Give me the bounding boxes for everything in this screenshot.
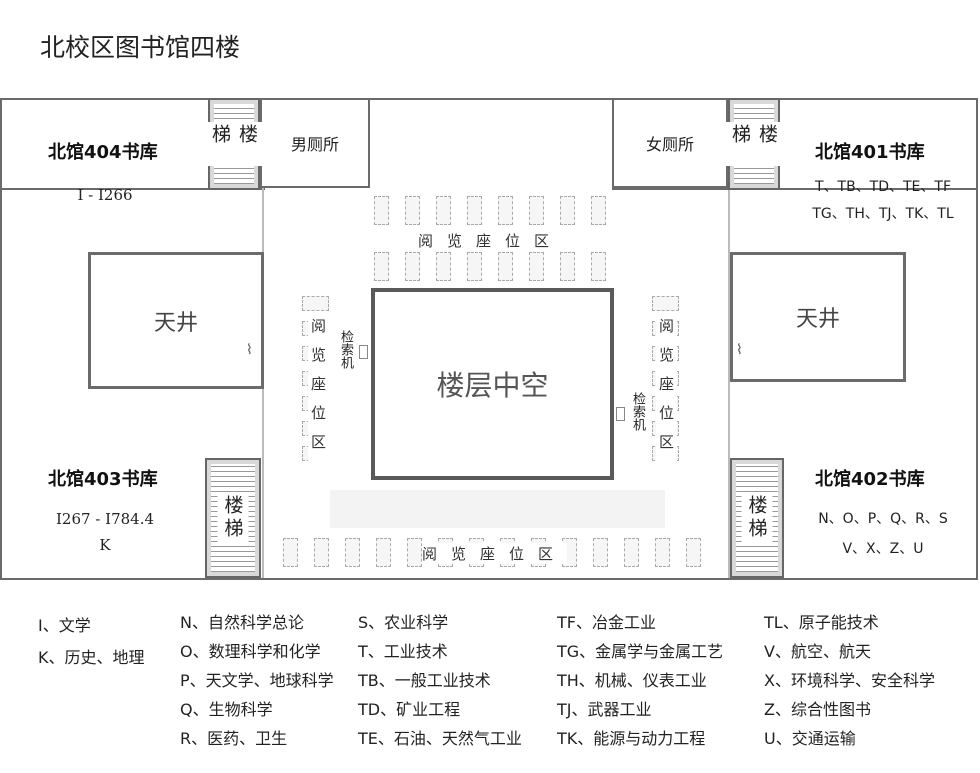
library-401-title: 北馆401书库 (815, 142, 925, 163)
reading-area-east-label: 阅览座位区 (656, 318, 677, 463)
stairs-label: 楼梯 (741, 493, 773, 543)
legend-col-5: TL、原子能技术 V、航空、航天 X、环境科学、安全科学 Z、综合性图书 U、交… (764, 608, 935, 753)
legend-item: P、天文学、地球科学 (180, 671, 334, 690)
library-402-title: 北馆402书库 (815, 469, 925, 490)
library-403-range: I267 - I784.4 (55, 510, 155, 528)
library-404-title: 北馆404书库 (48, 142, 158, 163)
seat (405, 252, 420, 281)
seat (345, 538, 360, 567)
seat (591, 252, 606, 281)
seat (314, 538, 329, 567)
legend-item: U、交通运输 (764, 729, 856, 748)
legend-item: O、数理科学和化学 (180, 642, 321, 661)
seat (652, 296, 679, 311)
seat (302, 296, 329, 311)
legend-col-1: I、文学 K、历史、地理 (38, 612, 145, 668)
library-401-codes-2: TG、TH、TJ、TK、TL (812, 206, 954, 222)
stairs-label: 楼梯 (217, 493, 249, 543)
seat (376, 538, 391, 567)
page-title: 北校区图书馆四楼 (40, 33, 241, 62)
reading-area-top-label: 阅览座位区 (418, 230, 564, 251)
seat (529, 252, 544, 281)
legend-item: T、工业技术 (358, 642, 448, 661)
legend-item: V、航空、航天 (764, 642, 871, 661)
stairs-label: 楼梯 (725, 122, 783, 166)
legend-item: TK、能源与动力工程 (557, 729, 706, 748)
seat (560, 196, 575, 225)
legend-item: TE、石油、天然气工业 (358, 729, 522, 748)
door-west-icon: ⌇ (246, 342, 253, 358)
legend-item: TD、矿业工程 (358, 700, 461, 719)
seat (467, 252, 482, 281)
seat (374, 196, 389, 225)
seat (624, 538, 639, 567)
kiosk-west-label: 检索机 (338, 330, 353, 369)
seat (560, 252, 575, 281)
seat (405, 196, 420, 225)
seat (591, 196, 606, 225)
library-402-codes-2: V、X、Z、U (842, 541, 924, 557)
legend-item: TG、金属学与金属工艺 (557, 642, 724, 661)
courtyard-west-label: 天井 (153, 310, 198, 336)
legend-item: N、自然科学总论 (180, 613, 304, 632)
reading-area-bottom-label: 阅览座位区 (422, 543, 568, 564)
stairs-ne[interactable]: 楼梯 (725, 98, 783, 190)
stairs-nw[interactable]: 楼梯 (205, 98, 263, 190)
legend-col-2: N、自然科学总论 O、数理科学和化学 P、天文学、地球科学 Q、生物科学 R、医… (180, 608, 334, 753)
seat (686, 538, 701, 567)
library-401-codes-1: T、TB、TD、TE、TF (814, 179, 952, 195)
legend-col-4: TF、冶金工业 TG、金属学与金属工艺 TH、机械、仪表工业 TJ、武器工业 T… (557, 608, 723, 753)
library-402-codes-1: N、O、P、Q、R、S (818, 511, 948, 527)
library-404-range: I - I266 (77, 186, 133, 204)
kiosk-west[interactable] (359, 345, 368, 359)
east-corridor-wall (728, 188, 730, 578)
stairs-label: 楼梯 (205, 122, 263, 166)
mens-restroom-label: 男厕所 (290, 135, 339, 154)
womens-restroom: 女厕所 (612, 98, 728, 188)
floor-void-label: 楼层中空 (436, 369, 549, 402)
library-403-title: 北馆403书库 (48, 469, 158, 490)
mens-restroom: 男厕所 (260, 98, 370, 188)
legend-item: I、文学 (38, 616, 91, 635)
seat (529, 196, 544, 225)
seat (498, 252, 513, 281)
legend-item: X、环境科学、安全科学 (764, 671, 935, 690)
seat (374, 252, 389, 281)
seat (436, 252, 451, 281)
legend-item: TL、原子能技术 (764, 613, 879, 632)
seat (655, 538, 670, 567)
courtyard-east-label: 天井 (795, 307, 840, 332)
legend-item: K、历史、地理 (38, 648, 145, 667)
seat (498, 196, 513, 225)
legend-item: S、农业科学 (358, 613, 449, 632)
seat (593, 538, 608, 567)
kiosk-east-label: 检索机 (630, 392, 645, 431)
door-east-icon: ⌇ (736, 342, 743, 358)
legend-item: TH、机械、仪表工业 (557, 671, 707, 690)
seat (407, 538, 422, 567)
kiosk-east[interactable] (616, 407, 625, 421)
stairs-se[interactable]: 楼梯 (730, 458, 784, 578)
reading-area-west-label: 阅览座位区 (308, 318, 329, 463)
legend-item: TJ、武器工业 (557, 700, 652, 719)
legend-col-3: S、农业科学 T、工业技术 TB、一般工业技术 TD、矿业工程 TE、石油、天然… (358, 608, 522, 753)
void-shadow (330, 490, 665, 528)
legend-item: Q、生物科学 (180, 700, 273, 719)
reading-area-top (370, 196, 620, 286)
courtyard-east: 天井 (730, 252, 906, 382)
courtyard-west: 天井 (88, 252, 264, 389)
stairs-sw[interactable]: 楼梯 (205, 458, 261, 578)
legend-item: TF、冶金工业 (557, 613, 656, 632)
legend-item: TB、一般工业技术 (358, 671, 491, 690)
womens-restroom-label: 女厕所 (645, 135, 694, 154)
seat (436, 196, 451, 225)
seat (283, 538, 298, 567)
legend-item: R、医药、卫生 (180, 729, 288, 748)
seat (467, 196, 482, 225)
legend-item: Z、综合性图书 (764, 700, 871, 719)
library-403-range-2: K (99, 536, 111, 554)
floor-void: 楼层中空 (371, 288, 614, 480)
